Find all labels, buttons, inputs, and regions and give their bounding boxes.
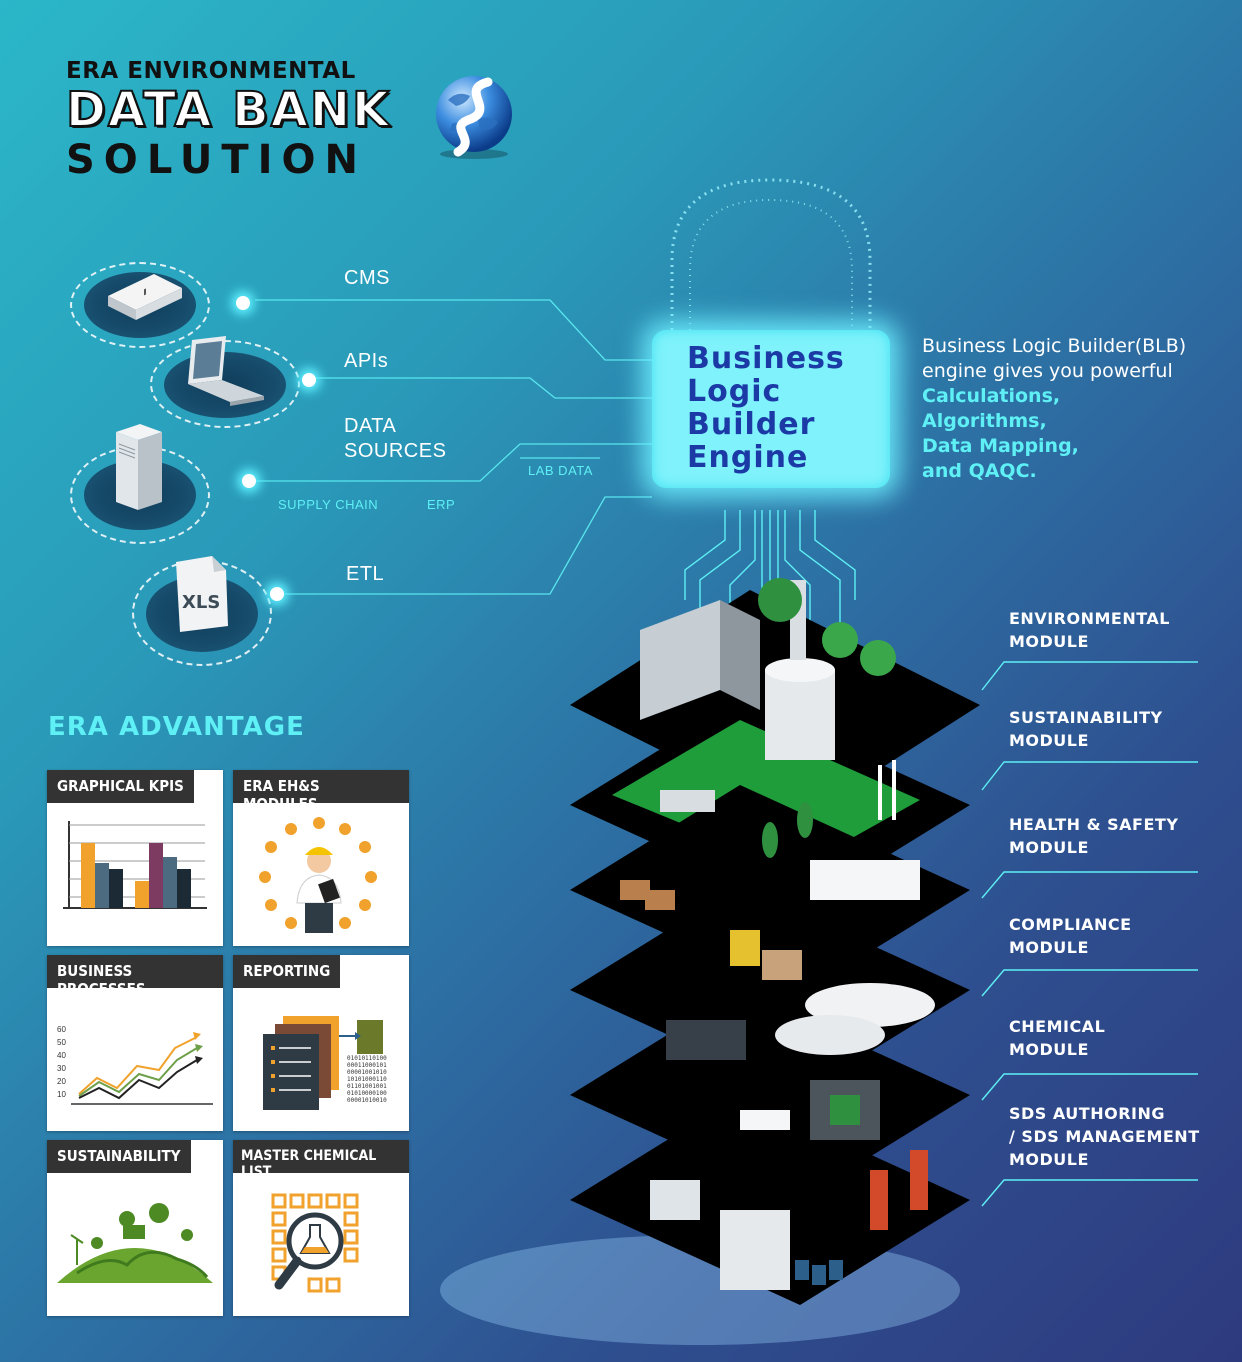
blb-highlight-2: Algorithms, — [922, 410, 1047, 432]
module-compliance-l2: MODULE — [1009, 938, 1089, 957]
card-master-chemical-list-label: MASTER CHEMICAL LIST — [233, 1140, 409, 1180]
globe-logo-icon — [436, 76, 512, 159]
report-documents-icon — [263, 1016, 383, 1110]
module-health-safety-l1: HEALTH & SAFETY — [1009, 815, 1179, 834]
module-sds-l3: MODULE — [1009, 1150, 1089, 1169]
card-ehs-modules: ERA EH&S MODULES — [233, 770, 409, 946]
card-sustainability-label: SUSTAINABILITY — [47, 1140, 191, 1173]
cms-ring — [70, 262, 210, 348]
worker-icon — [259, 817, 377, 933]
datasources-glow — [242, 474, 256, 488]
era-advantage-title: ERA ADVANTAGE — [48, 712, 305, 742]
datasources-label-1: DATA — [344, 415, 397, 437]
module-health-safety-l2: MODULE — [1009, 838, 1089, 857]
tick-20: 20 — [57, 1077, 66, 1086]
module-sds: SDS AUTHORING / SDS MANAGEMENT MODULE — [1009, 1102, 1200, 1171]
card-ehs-modules-label: ERA EH&S MODULES — [233, 770, 409, 813]
bar-chart-icon — [63, 821, 207, 909]
blb-engine-box: Business Logic Builder Engine — [652, 330, 890, 488]
module-compliance-l1: COMPLIANCE — [1009, 915, 1132, 934]
etl-label: ETL — [346, 563, 385, 585]
cms-label: CMS — [344, 267, 390, 289]
binary-line-2: 00011000101 — [347, 1062, 387, 1069]
green-earth-icon — [57, 1203, 213, 1283]
cms-glow — [236, 296, 250, 310]
tick-30: 30 — [57, 1064, 66, 1073]
binary-line-3: 00001001010 — [347, 1069, 387, 1076]
card-business-processes-label: BUSINESS PROCESSES — [47, 955, 223, 998]
datasources-label-2: SOURCES — [344, 440, 447, 462]
header-title-2: SOLUTION — [66, 137, 368, 183]
module-sustainability-l1: SUSTAINABILITY — [1009, 708, 1163, 727]
tick-40: 40 — [57, 1051, 66, 1060]
xls-file-icon — [176, 556, 228, 632]
binary-line-6: 01010000100 — [347, 1090, 387, 1097]
module-sds-l2: / SDS MANAGEMENT — [1009, 1127, 1200, 1146]
module-chemical: CHEMICAL MODULE — [1009, 1015, 1105, 1061]
card-graphical-kpis: GRAPHICAL KPIS — [47, 770, 223, 946]
module-chemical-l1: CHEMICAL — [1009, 1017, 1106, 1036]
blb-line-1: Business — [687, 341, 845, 376]
server-rack-icon — [108, 274, 182, 320]
blb-line-2: Logic — [687, 374, 782, 409]
binary-line-5: 01101001001 — [347, 1083, 387, 1090]
tick-10: 10 — [57, 1090, 66, 1099]
tick-50: 50 — [57, 1038, 66, 1047]
binary-line-4: 10101000110 — [347, 1076, 387, 1083]
xls-file-label: XLS — [182, 592, 221, 613]
module-environmental-l1: ENVIRONMENTAL — [1009, 609, 1170, 628]
blb-highlight-1: Calculations, — [922, 385, 1061, 407]
card-graphical-kpis-label: GRAPHICAL KPIS — [47, 770, 194, 803]
blb-highlight-3: Data Mapping, — [922, 435, 1079, 457]
datasources-label: DATA SOURCES — [344, 414, 446, 464]
erp-label: ERP — [427, 497, 456, 512]
apis-glow — [302, 373, 316, 387]
binary-line-1: 01010110100 — [347, 1055, 387, 1062]
blb-line-3: Builder — [687, 407, 816, 442]
supply-chain-label: SUPPLY CHAIN — [278, 497, 379, 512]
card-business-processes: BUSINESS PROCESSES 60 50 40 30 20 10 — [47, 955, 223, 1131]
blb-description: Business Logic Builder(BLB) engine gives… — [922, 334, 1222, 484]
module-sustainability: SUSTAINABILITY MODULE — [1009, 706, 1163, 752]
line-chart-icon: 60 50 40 30 20 10 — [57, 1025, 213, 1105]
binary-line-7: 00001010010 — [347, 1097, 387, 1104]
module-environmental-l2: MODULE — [1009, 632, 1089, 651]
card-master-chemical-list: MASTER CHEMICAL LIST — [233, 1140, 409, 1316]
module-environmental: ENVIRONMENTAL MODULE — [1009, 607, 1170, 653]
card-reporting: REPORTING 01010110100 00011000101 000010… — [233, 955, 409, 1131]
module-sustainability-l2: MODULE — [1009, 731, 1089, 750]
lab-data-label: LAB DATA — [528, 463, 593, 478]
module-chemical-l2: MODULE — [1009, 1040, 1089, 1059]
tower-server-icon — [116, 424, 162, 510]
card-sustainability: SUSTAINABILITY — [47, 1140, 223, 1316]
chemical-search-icon — [271, 1193, 359, 1293]
tick-60: 60 — [57, 1025, 66, 1034]
card-reporting-label: REPORTING — [233, 955, 341, 988]
blb-desc-line-2: engine gives you powerful — [922, 360, 1173, 382]
module-sds-l1: SDS AUTHORING — [1009, 1104, 1165, 1123]
layered-platform-illustration — [440, 510, 980, 1345]
apis-label: APIs — [344, 350, 389, 372]
blb-desc-line-1: Business Logic Builder(BLB) — [922, 335, 1187, 357]
module-health-safety: HEALTH & SAFETY MODULE — [1009, 813, 1178, 859]
module-compliance: COMPLIANCE MODULE — [1009, 913, 1132, 959]
binary-data-text: 01010110100 00011000101 00001001010 1010… — [347, 1055, 387, 1104]
etl-glow — [270, 587, 284, 601]
laptop-icon — [188, 336, 264, 406]
blb-highlight-4: and QAQC. — [922, 460, 1037, 482]
header-title: DATA BANK — [65, 81, 392, 139]
blb-line-4: Engine — [687, 440, 809, 475]
header-subtitle: ERA ENVIRONMENTAL — [66, 58, 356, 84]
